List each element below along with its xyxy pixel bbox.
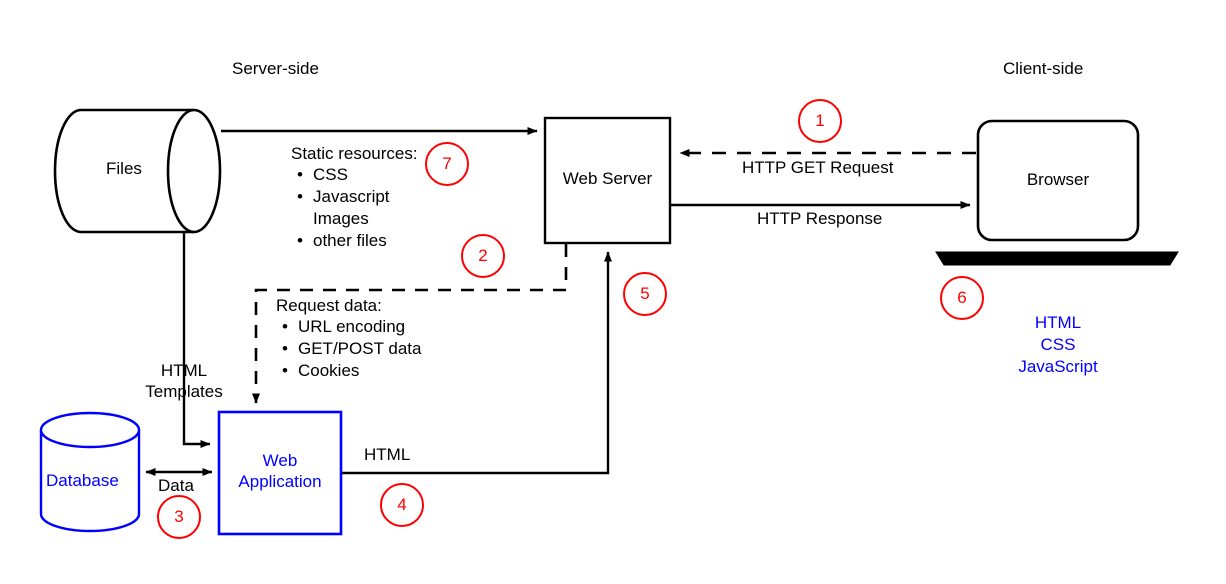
step-badge-5: 5 [623,272,667,316]
step-badge-4: 4 [380,483,424,527]
files-node-label: Files [106,159,142,178]
browser-box-shape [976,119,1140,242]
web-server-box-shape [543,116,672,245]
static-resources-item: other files [291,230,418,252]
step-badge-7: 7 [425,142,469,186]
client-tech-html: HTML [1034,313,1082,332]
browser-node-label: Browser [1026,170,1090,189]
web-application-node-label-line2: Application [238,472,322,491]
static-resources-list: CSS Javascript Images other files [291,164,418,252]
html-templates-label-line1: HTML [160,361,208,380]
web-server-node-label: Web Server [562,169,653,188]
html-templates-label-line2: Templates [145,382,223,401]
static-resources-block: Static resources: CSS Javascript Images … [291,143,418,252]
request-data-heading: Request data: [276,296,382,315]
request-data-item: URL encoding [276,316,421,338]
web-application-box-shape [217,410,343,536]
edge-web-application-to-web-server-html [342,251,612,475]
static-resources-item: Images [313,209,369,228]
step-badge-3: 3 [157,495,201,539]
edge-files-to-web-application [182,233,211,448]
server-side-title: Server-side [232,59,319,78]
request-data-item: GET/POST data [276,338,421,360]
step-badge-2: 2 [461,234,505,278]
database-cylinder-shape [39,411,141,533]
request-data-item: Cookies [276,360,421,382]
static-resources-heading: Static resources: [291,144,418,163]
laptop-base-shape [935,251,1179,266]
request-data-block: Request data: URL encoding GET/POST data… [276,295,421,382]
client-tech-javascript: JavaScript [1018,357,1098,376]
web-application-node-label-line1: Web [262,451,298,470]
static-resources-item: Javascript [291,186,418,208]
client-tech-css: CSS [1040,335,1076,354]
step-badge-1: 1 [798,99,842,143]
data-edge-label: Data [158,476,194,495]
database-node-label: Database [46,471,119,490]
files-cylinder-shape [53,108,222,234]
edge-web-server-to-web-application-request [252,244,568,404]
http-response-label: HTTP Response [757,209,883,228]
step-badge-6: 6 [940,276,984,320]
static-resources-item: CSS [291,164,418,186]
request-data-list: URL encoding GET/POST data Cookies [276,316,421,382]
client-side-title: Client-side [1003,59,1084,78]
http-get-request-label: HTTP GET Request [742,158,894,177]
html-edge-label: HTML [364,445,411,464]
